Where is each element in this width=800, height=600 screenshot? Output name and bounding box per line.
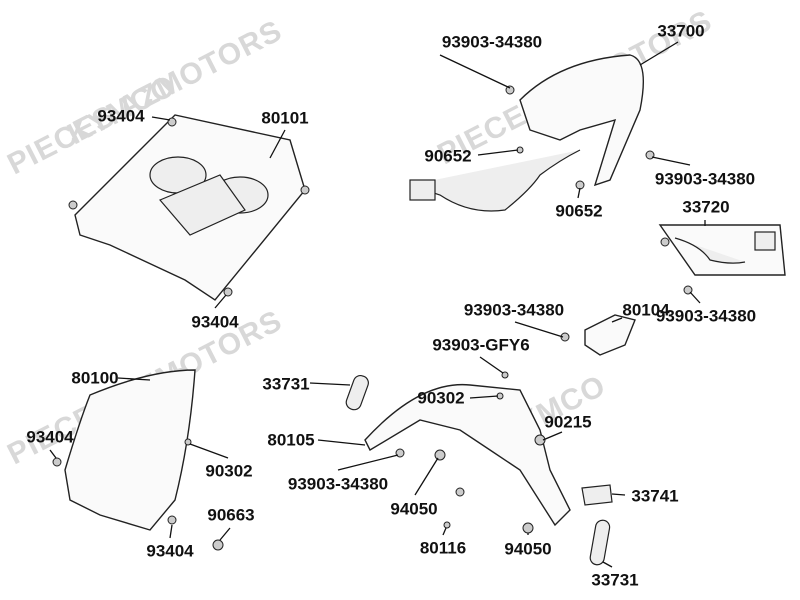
label-rear-fender: 80100	[71, 368, 119, 388]
label-bolt-right-a: 93903-34380	[654, 169, 756, 189]
tail-cover-part	[409, 54, 645, 212]
label-mudguard-80105: 80105	[267, 430, 315, 450]
plate-light-part	[581, 484, 613, 506]
label-bolt-mid: 93903-34380	[463, 300, 565, 320]
label-nut-94050-b: 94050	[504, 539, 552, 559]
label-plate-light: 33741	[631, 486, 679, 506]
reflector-a-part	[345, 375, 369, 411]
label-screw-fender-left: 93404	[26, 427, 74, 447]
label-reflector-a: 33731	[262, 374, 310, 394]
fasteners	[52, 85, 693, 551]
label-bolt-lower: 93903-34380	[287, 474, 389, 494]
lamp-kit-part	[658, 224, 786, 276]
reflector-b-part	[589, 519, 611, 566]
rear-carrier-part	[74, 114, 306, 301]
label-clip-90302-a: 90302	[417, 388, 465, 408]
leader-lines	[49, 41, 706, 568]
label-reflector-b: 33731	[591, 570, 639, 590]
label-clip-90302-b: 90302	[205, 461, 253, 481]
label-screw-left-top: 93404	[97, 106, 145, 126]
label-tail-cover: 33700	[657, 21, 705, 41]
label-bracket-80104: 80104	[622, 300, 670, 320]
bracket-80104-part	[584, 314, 636, 356]
label-nut-94050-a: 94050	[390, 499, 438, 519]
label-nut-90215: 90215	[544, 412, 592, 432]
label-bolt-right-b: 93903-34380	[655, 306, 757, 326]
label-screw-fender-bottom: 93404	[146, 541, 194, 561]
label-top-bolt: 93903-34380	[441, 32, 543, 52]
label-screw-left-bottom: 93404	[191, 312, 239, 332]
label-bolt-gfy6: 93903-GFY6	[432, 335, 530, 355]
label-rear-carrier: 80101	[261, 108, 309, 128]
label-nut-90652-a: 90652	[424, 146, 472, 166]
rear-fender-part	[64, 369, 196, 531]
label-bracket-80116: 80116	[419, 538, 467, 558]
mudguard-80105-part	[364, 383, 571, 527]
label-lamp-kit: 33720	[682, 197, 730, 217]
label-clamp-90663: 90663	[207, 505, 255, 525]
label-nut-90652-b: 90652	[555, 201, 603, 221]
